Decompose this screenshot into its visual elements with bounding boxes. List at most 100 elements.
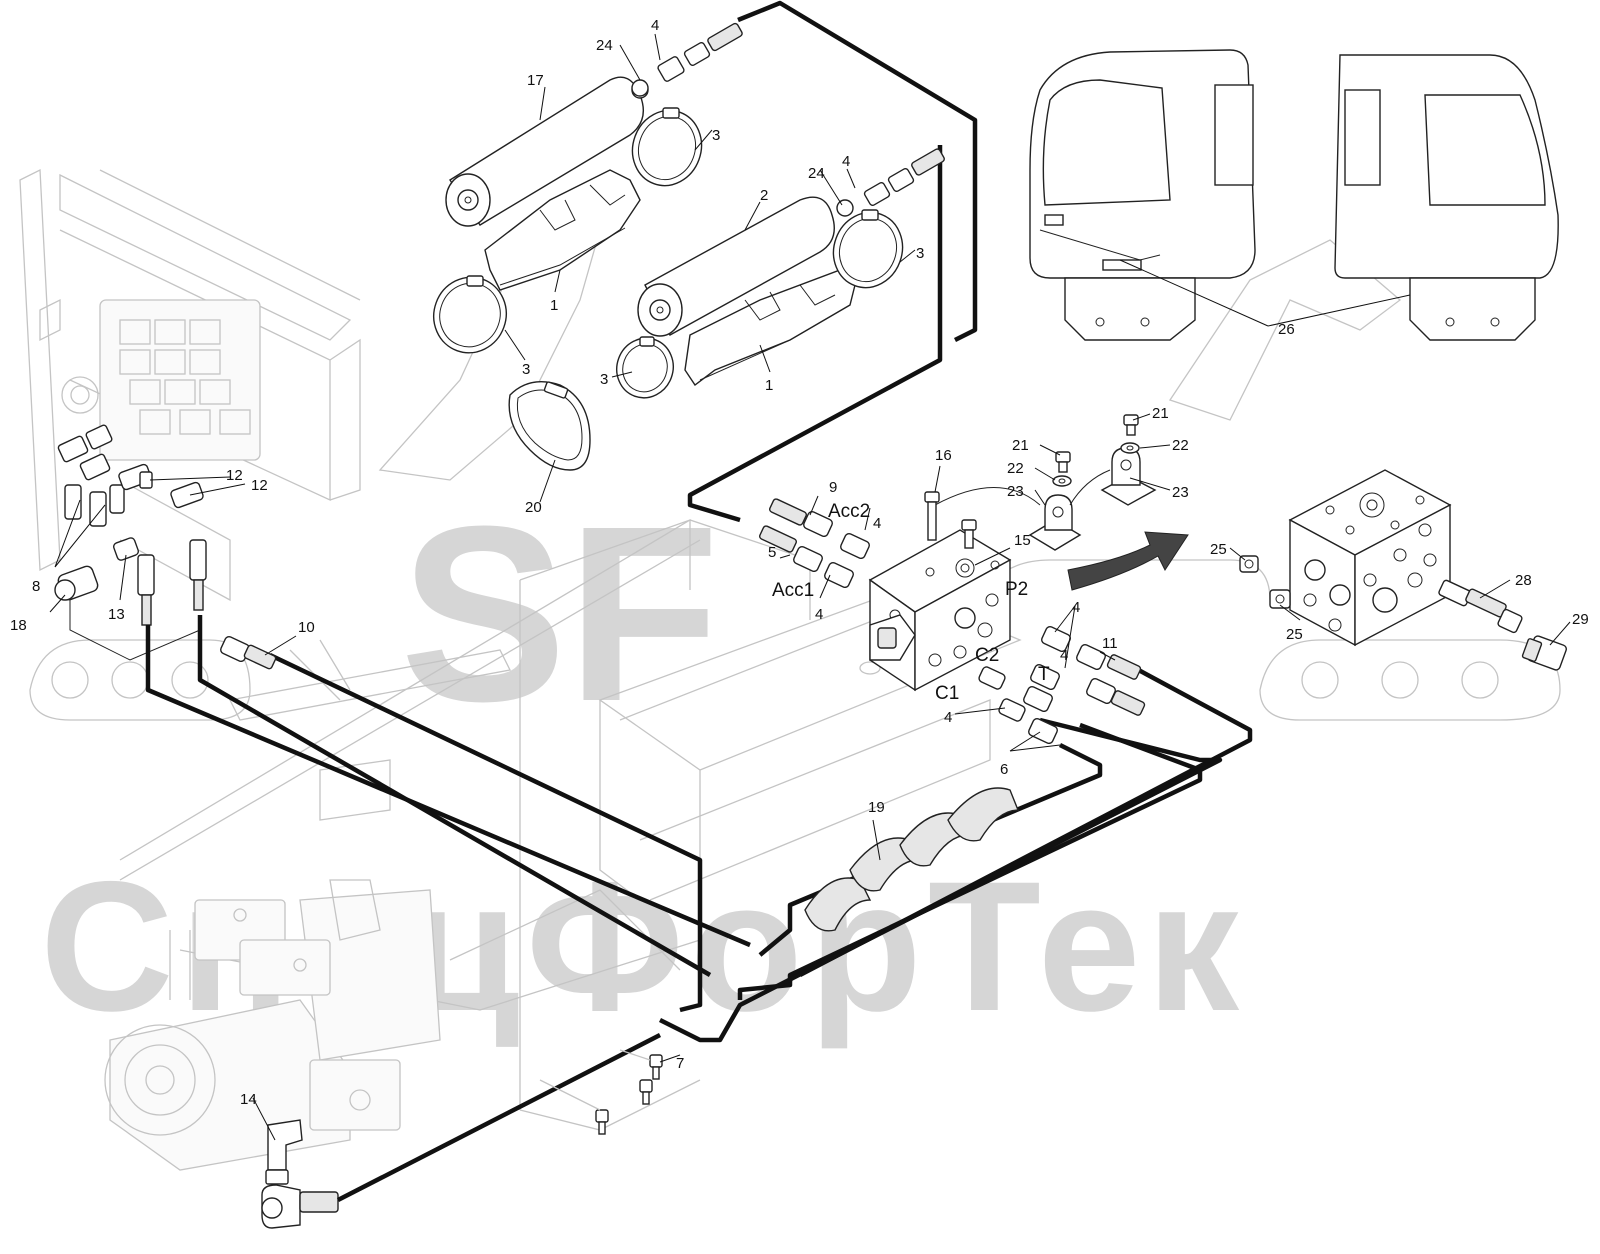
bolt-16 xyxy=(924,491,940,541)
callout-22-b: 22 xyxy=(1007,460,1024,477)
callout-labels: 1 1 2 3 3 3 3 4 4 4 4 4 4 4 5 6 7 8 9 10… xyxy=(10,17,1589,1108)
fitting-14-elbow xyxy=(261,1119,339,1229)
port-label-c1: C1 xyxy=(935,683,959,704)
bolt-15-aux xyxy=(961,519,977,549)
callout-4-c: 4 xyxy=(873,515,881,532)
callout-3-a: 3 xyxy=(712,127,720,144)
callout-13: 13 xyxy=(108,606,125,623)
left-fittings-group xyxy=(54,424,207,661)
bracket-23-right xyxy=(1100,447,1157,506)
fitting-18 xyxy=(54,565,99,601)
hose-6 xyxy=(658,717,1223,1043)
callout-15: 15 xyxy=(1014,532,1031,549)
callout-4-a: 4 xyxy=(651,17,659,34)
strap-20 xyxy=(508,381,591,471)
fitting-24-mid xyxy=(836,199,854,217)
callout-3-d: 3 xyxy=(600,371,608,388)
washer-22-left xyxy=(1052,475,1072,487)
bracket-1-lower xyxy=(684,269,856,387)
callout-14: 14 xyxy=(240,1091,257,1108)
accumulator-2 xyxy=(637,196,835,337)
hose-end-left-b xyxy=(189,539,207,611)
fitting-4-p2 xyxy=(1041,625,1142,680)
hose-end-10 xyxy=(220,635,277,670)
callout-5: 5 xyxy=(768,544,776,561)
fitting-4-mid xyxy=(863,148,945,207)
callout-17: 17 xyxy=(527,72,544,89)
fitting-8-upper xyxy=(57,424,113,481)
port-label-p2: P2 xyxy=(1005,579,1028,600)
hose-left-a xyxy=(145,625,751,948)
fitting-4-top xyxy=(657,22,743,82)
arrow-to-detail xyxy=(1067,531,1189,591)
callout-4-e: 4 xyxy=(1072,599,1080,616)
callout-12-a: 12 xyxy=(226,467,243,484)
port-label-acc2: Acc2 xyxy=(828,501,870,522)
hose-10 xyxy=(269,652,703,1013)
callout-8: 8 xyxy=(32,578,40,595)
callout-2: 2 xyxy=(760,187,768,204)
callout-11: 11 xyxy=(1102,635,1118,652)
port-labels: Acc2 Acc1 P2 C2 C1 T xyxy=(772,501,1050,704)
chassis-frame-ghost xyxy=(119,519,1022,1131)
bolt-21-left xyxy=(1055,451,1071,473)
callout-21-a: 21 xyxy=(1152,405,1169,422)
callout-25-b: 25 xyxy=(1286,626,1303,643)
washer-22-right xyxy=(1120,442,1140,454)
main-control-valve-ghost xyxy=(19,168,361,602)
callout-23-b: 23 xyxy=(1172,484,1189,501)
callout-24-a: 24 xyxy=(596,37,613,54)
fitting-28 xyxy=(1438,579,1523,634)
callout-1-lower: 1 xyxy=(765,377,773,394)
fitting-13 xyxy=(113,537,139,561)
callout-26: 26 xyxy=(1278,321,1295,338)
fitting-4-acc1 xyxy=(824,561,854,589)
fitting-4-c2 xyxy=(978,666,1053,713)
hose-end-left-a xyxy=(137,554,155,626)
hose-acc2-line xyxy=(737,0,978,343)
bolt-21-right xyxy=(1123,414,1139,436)
port-label-acc1: Acc1 xyxy=(772,580,814,601)
callout-4-d: 4 xyxy=(815,606,823,623)
clamp-3-upper-right xyxy=(631,107,703,187)
callout-25-a: 25 xyxy=(1210,541,1227,558)
fitting-9 xyxy=(769,498,833,538)
hose-left-b xyxy=(197,615,712,977)
fitting-8-lower xyxy=(64,484,125,527)
callout-29: 29 xyxy=(1572,611,1589,628)
bracket-23-left xyxy=(1028,494,1082,551)
callout-4-f: 4 xyxy=(944,709,952,726)
fitting-24-top xyxy=(631,79,649,97)
hydraulic-hoses xyxy=(145,0,1253,1203)
clamp-3-mid-left xyxy=(616,336,674,399)
callout-19: 19 xyxy=(868,799,885,816)
callout-20: 20 xyxy=(525,499,542,516)
callout-22-a: 22 xyxy=(1172,437,1189,454)
callout-3-c: 3 xyxy=(522,361,530,378)
callout-9: 9 xyxy=(829,479,837,496)
callout-7: 7 xyxy=(676,1055,684,1072)
callout-12-b: 12 xyxy=(251,477,268,494)
plug-25-b xyxy=(1269,589,1291,609)
valve-block-detail xyxy=(1288,469,1452,647)
cab-rear-view xyxy=(1334,54,1559,341)
clamp-3-mid-right xyxy=(832,209,904,289)
fitting-5 xyxy=(759,525,823,573)
callout-3-b: 3 xyxy=(916,245,924,262)
callout-4-g: 4 xyxy=(1060,647,1068,664)
rubber-pads-19 xyxy=(804,787,1020,932)
port-label-t: T xyxy=(1038,664,1050,685)
callout-21-b: 21 xyxy=(1012,437,1029,454)
callout-10: 10 xyxy=(298,619,315,636)
callout-16: 16 xyxy=(935,447,952,464)
hose-pump xyxy=(336,1032,662,1203)
bolts-7 xyxy=(539,1049,663,1135)
fitting-4-t xyxy=(1030,663,1146,716)
valve-block-15 xyxy=(868,529,1012,692)
connector-29 xyxy=(1521,635,1567,671)
port-label-c2: C2 xyxy=(975,645,999,666)
bracket-1-upper xyxy=(484,169,641,291)
fitting-12-elbows xyxy=(118,463,204,509)
